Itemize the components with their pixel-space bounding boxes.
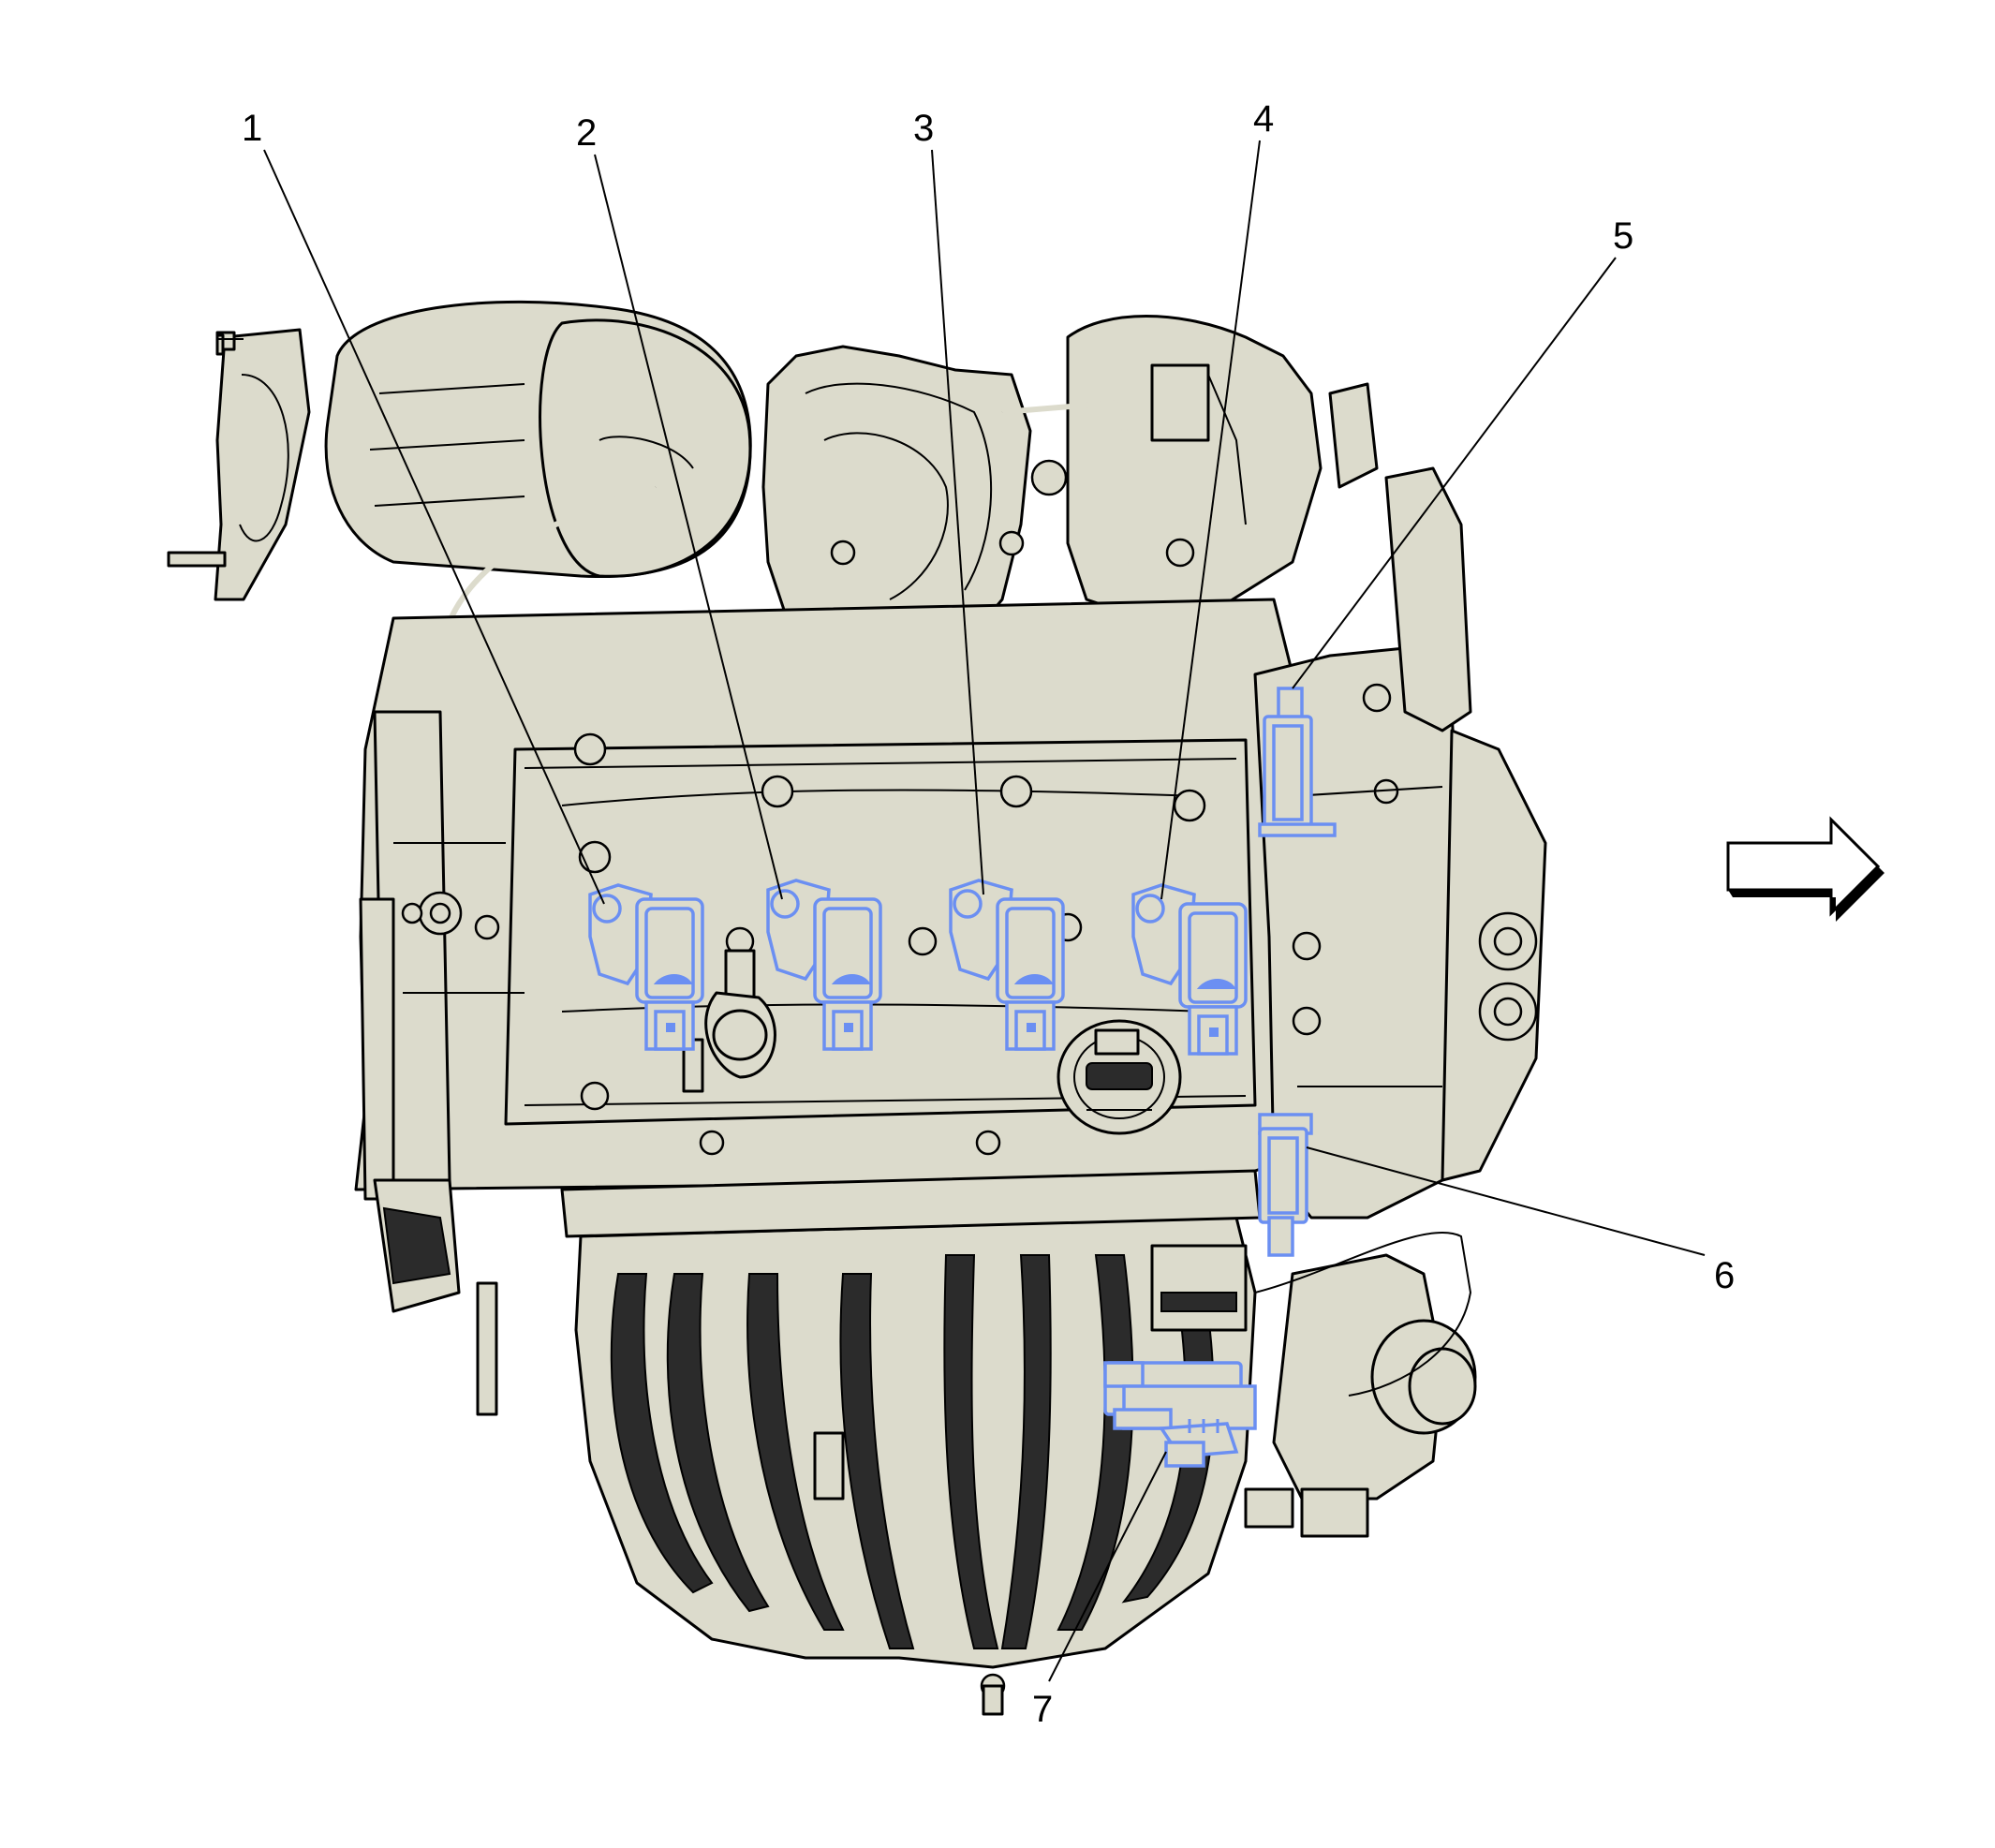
engine-assembly bbox=[167, 300, 1547, 1716]
ignition-coil-1 bbox=[588, 883, 704, 1051]
throttle-body bbox=[1244, 1232, 1477, 1538]
leader-2 bbox=[594, 154, 783, 900]
oil-filler-cap bbox=[1057, 1019, 1182, 1135]
highlighted-parts bbox=[588, 687, 1337, 1468]
connector-bracket bbox=[1150, 1244, 1248, 1332]
leader-6 bbox=[1306, 1146, 1706, 1256]
leader-lines bbox=[263, 140, 1706, 1682]
callout-7: 7 bbox=[1032, 1689, 1053, 1730]
callout-labels: 1 2 3 4 5 6 7 bbox=[242, 98, 1735, 1730]
callout-3: 3 bbox=[913, 108, 934, 149]
valve-cover-bolts bbox=[401, 732, 1206, 1156]
timing-cover bbox=[1253, 466, 1547, 1220]
sensor-7 bbox=[1103, 1361, 1257, 1468]
right-arrow-icon bbox=[1726, 816, 1884, 922]
intake-manifold bbox=[560, 1169, 1262, 1716]
callout-1: 1 bbox=[242, 108, 262, 149]
catalytic-converter bbox=[324, 300, 752, 579]
leader-5 bbox=[1292, 257, 1617, 689]
leader-7 bbox=[1048, 1451, 1167, 1682]
leader-1 bbox=[263, 149, 605, 905]
exhaust-flange bbox=[167, 328, 311, 601]
callout-5: 5 bbox=[1613, 215, 1633, 257]
ignition-coil-2 bbox=[766, 879, 882, 1051]
callout-4: 4 bbox=[1253, 98, 1274, 140]
ignition-coil-4 bbox=[1131, 883, 1248, 1056]
ignition-coil-3 bbox=[949, 879, 1065, 1051]
camshaft-position-sensor bbox=[682, 949, 776, 1093]
leader-4 bbox=[1160, 140, 1261, 900]
callout-6: 6 bbox=[1714, 1255, 1735, 1296]
lower-left-block bbox=[373, 1178, 498, 1416]
camshaft-solenoid-6 bbox=[1258, 1113, 1313, 1257]
callout-2: 2 bbox=[576, 112, 597, 154]
upper-right-accessory bbox=[1066, 315, 1379, 620]
camshaft-solenoid-5 bbox=[1258, 687, 1337, 837]
leader-3 bbox=[931, 149, 984, 895]
